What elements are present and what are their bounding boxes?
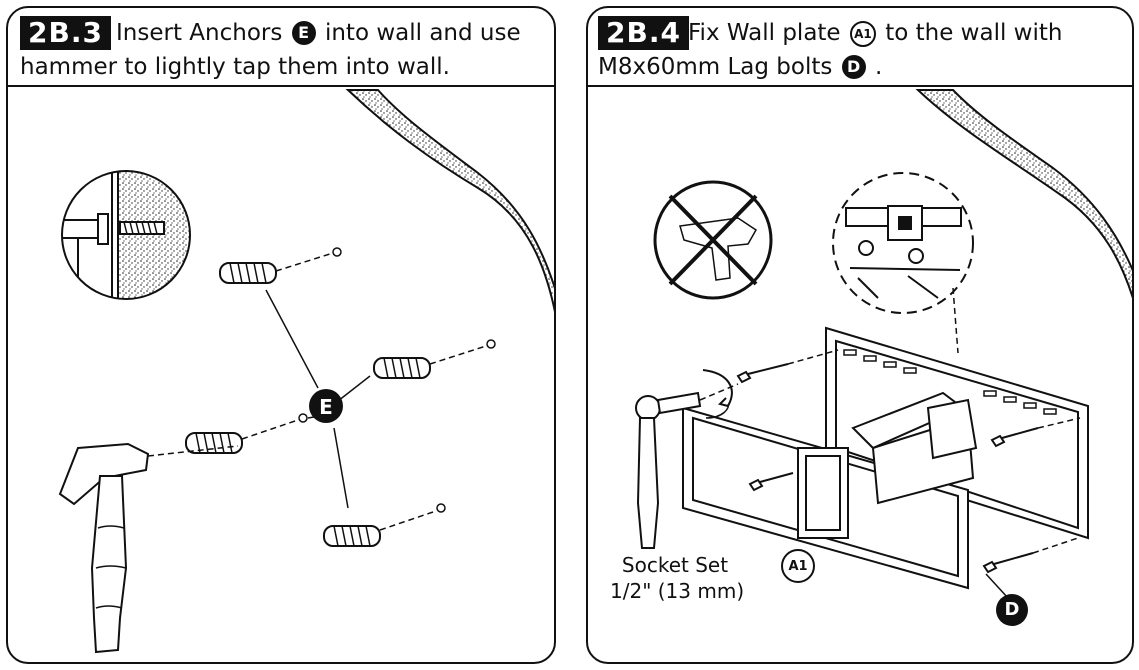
wall-mount-frame (682, 326, 1089, 590)
anchor-icon (373, 357, 431, 379)
instruction-line-2: hammer to lightly tap them into wall. (20, 54, 450, 80)
lag-bolt (982, 537, 1079, 574)
instruction-text: into wall and use (324, 20, 521, 46)
part-badge-d: D (841, 55, 866, 79)
part-badge-a1: A1 (849, 21, 876, 47)
instruction-line-1: Fix Wall plate A1 to the wall with (688, 18, 1062, 48)
callout-circle-a1 (781, 549, 815, 583)
anchor-icon (323, 525, 381, 547)
step-2b4-panel: 2B.4 Fix Wall plate A1 to the wall with … (586, 6, 1134, 664)
lag-bolt (990, 417, 1081, 448)
callout-label-a1: A1 (788, 559, 808, 574)
anchor-icon (185, 432, 243, 454)
tool-caption-line-1: Socket Set (621, 553, 729, 577)
tool-caption-line-2: 1/2" (13 mm) (610, 579, 745, 603)
socket-wrench-icon (635, 369, 739, 549)
callout-circle-d (996, 594, 1028, 626)
step-2b3-illustration (58, 89, 554, 654)
instruction-text: M8x60mm Lag bolts (598, 54, 833, 80)
step-2b4-illustration (635, 89, 1132, 626)
lag-bolt (748, 472, 794, 492)
instruction-text: to the wall with (885, 20, 1063, 46)
hammer-icon (58, 442, 239, 654)
callout-label-d: D (1004, 599, 1020, 620)
instruction-line-1: Insert Anchors E into wall and use (116, 18, 521, 48)
callout-circle-e (309, 389, 343, 423)
wall-edge (915, 89, 1132, 299)
callout-label-e: E (319, 395, 333, 419)
step-2b4-header: 2B.4 Fix Wall plate A1 to the wall with … (588, 8, 1132, 87)
detail-magnifier-border (61, 170, 191, 300)
no-drill-icon (653, 180, 773, 300)
slot-row (843, 349, 1057, 415)
wall-edge (345, 89, 554, 313)
anchor-icon (219, 262, 277, 284)
detail-magnifier (832, 172, 974, 314)
instruction-text: Insert Anchors (116, 20, 283, 46)
step-2b3-panel: 2B.3 Insert Anchors E into wall and use … (6, 6, 556, 664)
step-number: 2B.3 (20, 16, 111, 50)
part-badge-e: E (291, 21, 316, 45)
instruction-text: . (874, 54, 883, 80)
lag-bolt (736, 349, 839, 384)
step-2b3-header: 2B.3 Insert Anchors E into wall and use … (8, 8, 554, 87)
instruction-text: Fix Wall plate (688, 20, 841, 46)
step-number: 2B.4 (598, 16, 689, 50)
instruction-line-2: M8x60mm Lag bolts D . (598, 52, 882, 82)
